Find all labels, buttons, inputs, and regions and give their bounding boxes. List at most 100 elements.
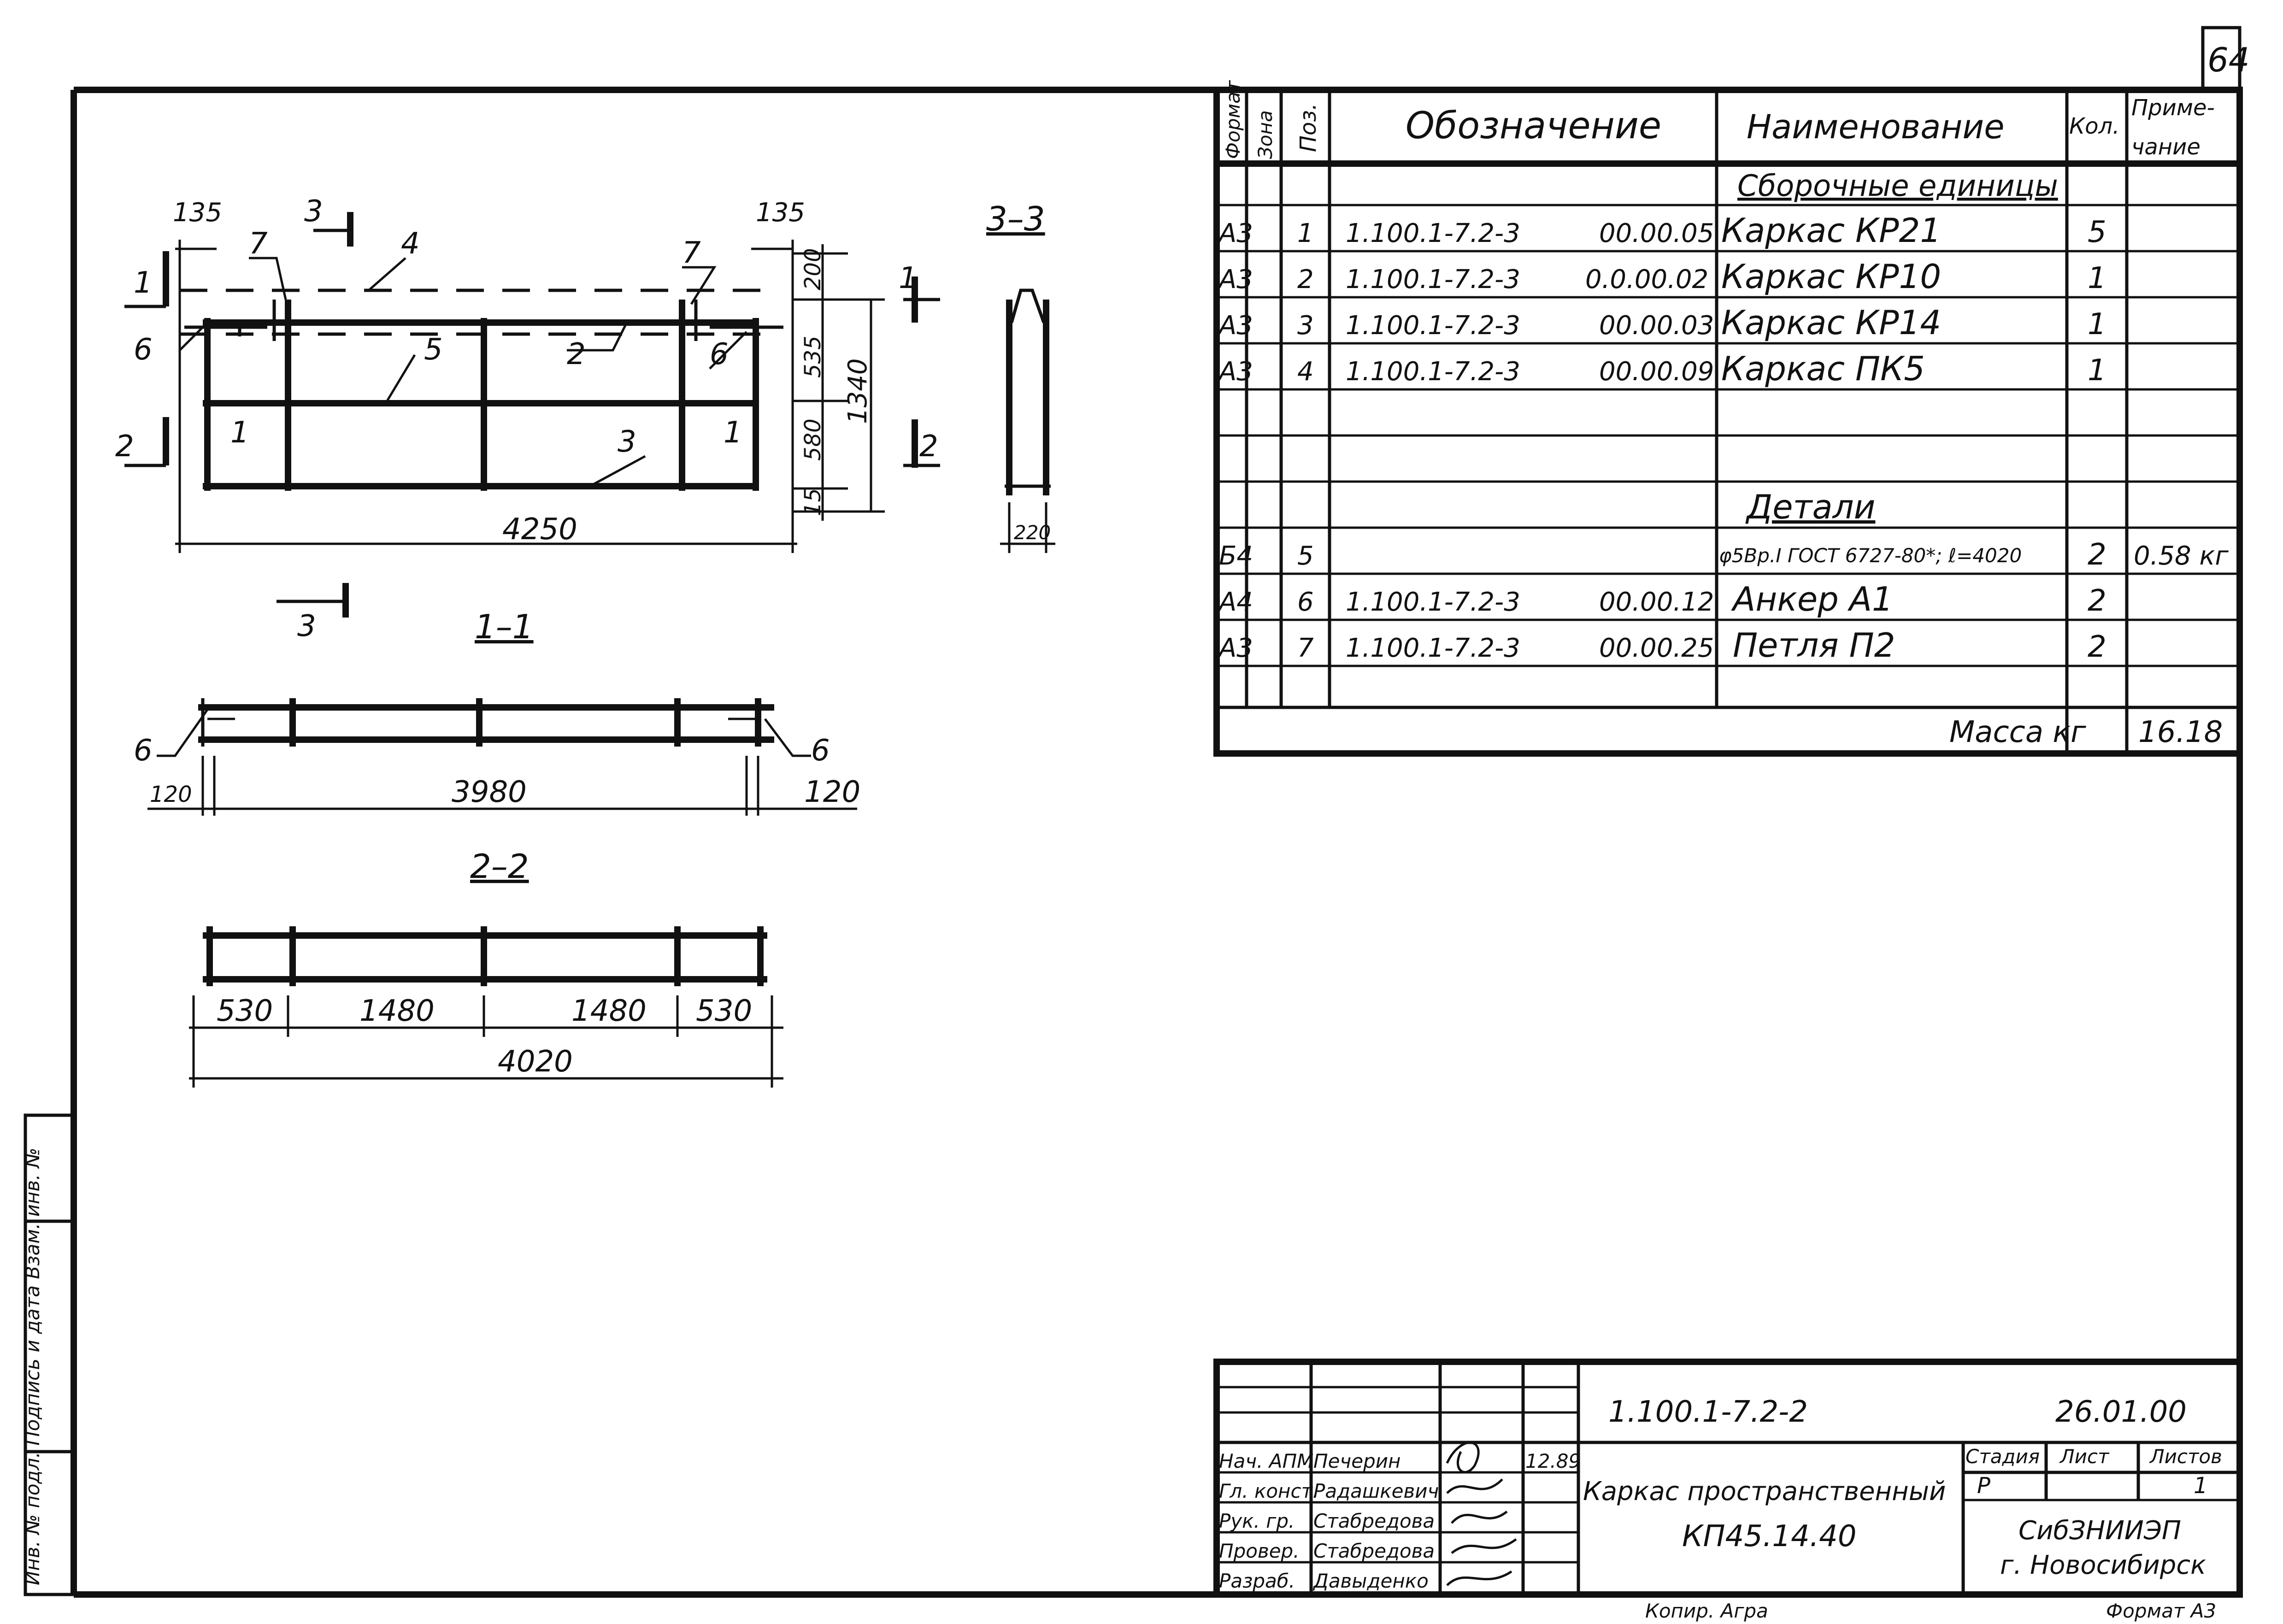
title-block-role: Провер. Стабредова — [1219, 1540, 1435, 1562]
label-pos-6-right: 6 — [710, 337, 729, 371]
section-2-2: 2–2 530 1480 1480 530 4020 — [189, 847, 783, 1088]
title-block-role: Разраб. Давыденко — [1219, 1570, 1429, 1592]
header-designation: Обозначение — [1406, 104, 1661, 147]
label-pos-4: 4 — [401, 227, 420, 261]
row-format: А3 — [1218, 311, 1253, 341]
row-code: 1.100.1-7.2-3 — [1346, 633, 1520, 663]
mass-value: 16.18 — [2138, 715, 2223, 749]
spec-row: А4 6 1.100.1-7.2-3 00.00.12 Анкер А1 2 — [1218, 580, 2106, 618]
row-name: Каркас КР10 — [1721, 257, 1941, 296]
row-format: Б4 — [1219, 541, 1253, 571]
row-name: Петля П2 — [1733, 626, 1895, 665]
sheet-number: 64 — [2207, 41, 2250, 79]
doc-date: 26.01.00 — [2055, 1395, 2187, 1429]
dim-120-right: 120 — [804, 775, 860, 809]
row-qty: 2 — [2088, 630, 2106, 664]
role-name: Печерин — [1313, 1450, 1401, 1472]
signature-marks — [1446, 1441, 1517, 1586]
main-view: 135 135 4250 200 535 580 15 1340 7 4 7 6… — [115, 194, 940, 643]
row-code: 1.100.1-7.2-3 — [1346, 265, 1520, 294]
spec-row: А3 1 1.100.1-7.2-3 00.00.05 Каркас КР21 … — [1218, 211, 2106, 250]
row-pos: 7 — [1297, 633, 1314, 663]
row-subcode: 00.00.25 — [1599, 633, 1714, 663]
sheets-label: Листов — [2149, 1445, 2222, 1468]
row-format: А3 — [1218, 633, 1253, 663]
dim-135-left: 135 — [173, 198, 222, 228]
header-name: Наименование — [1747, 107, 2005, 146]
dim-580: 580 — [800, 418, 826, 461]
title-block-role: Нач. АПМ Печерин — [1219, 1450, 1401, 1472]
row-code: 1.100.1-7.2-3 — [1346, 311, 1520, 341]
dim-1480-right: 1480 — [571, 994, 647, 1028]
spec-row: А3 4 1.100.1-7.2-3 00.00.09 Каркас ПК5 1 — [1218, 349, 2106, 388]
copied-mark: Копир. Агра — [1645, 1600, 1768, 1622]
role-name: Давыденко — [1312, 1570, 1429, 1592]
section-2-2-title: 2–2 — [470, 847, 529, 886]
row-name: Каркас ПК5 — [1721, 349, 1925, 388]
row-qty: 1 — [2088, 353, 2106, 388]
date-mark: 12.89 — [1525, 1450, 1581, 1472]
row-name: Каркас КР21 — [1721, 211, 1941, 250]
sheet-label: Лист — [2059, 1445, 2110, 1468]
dim-200: 200 — [800, 248, 826, 290]
row-name: Каркас КР14 — [1721, 303, 1941, 342]
role-name: Стабредова — [1313, 1510, 1435, 1532]
row-pos: 4 — [1297, 357, 1314, 387]
row-subcode: 00.00.09 — [1599, 357, 1714, 387]
spec-row: А3 3 1.100.1-7.2-3 00.00.03 Каркас КР14 … — [1218, 303, 2106, 342]
row-pos: 2 — [1297, 265, 1314, 294]
cut-1-right: 1 — [899, 261, 918, 295]
doc-title-line1: Каркас пространственный — [1583, 1477, 1946, 1506]
dim-4250: 4250 — [502, 512, 577, 547]
section-1-1-title: 1–1 — [475, 607, 534, 646]
cut-3-top: 3 — [304, 194, 323, 229]
side-stamp: Инв. № подл. Подпись и дата Взам. инв. № — [21, 1147, 44, 1585]
stage-value: Р — [1977, 1473, 1990, 1499]
header-zone: Зона — [1254, 110, 1277, 159]
role-label: Гл. конст. — [1219, 1480, 1318, 1502]
header-note-line2: чание — [2131, 134, 2201, 160]
org-line2: г. Новосибирск — [2000, 1550, 2206, 1580]
specification-table: Формат Зона Поз. Обозначение Наименовани… — [1213, 80, 2243, 757]
row-name: φ5Вр.I ГОСТ 6727-80*; ℓ=4020 — [1719, 544, 2022, 567]
label-pos-3: 3 — [618, 425, 636, 459]
row-pos: 1 — [1297, 218, 1314, 248]
doc-code: 1.100.1-7.2-2 — [1608, 1395, 1808, 1429]
section-details: Детали — [1745, 488, 1875, 526]
role-label: Провер. — [1219, 1540, 1300, 1562]
section-3-3-title: 3–3 — [986, 200, 1045, 238]
header-pos: Поз. — [1295, 103, 1321, 152]
row-qty: 1 — [2088, 307, 2106, 341]
title-block: 1.100.1-7.2-2 26.01.00 Каркас пространст… — [1213, 1359, 2243, 1622]
header-note-line1: Приме- — [2131, 95, 2215, 121]
row-pos: 5 — [1297, 541, 1314, 571]
row-pos: 6 — [1297, 587, 1314, 617]
row-format: А4 — [1218, 587, 1253, 617]
section-3-3-dim-220: 220 — [1014, 521, 1051, 544]
title-block-role: Рук. гр. Стабредова — [1219, 1510, 1435, 1532]
dim-3980: 3980 — [452, 775, 527, 809]
row-name: Анкер А1 — [1731, 580, 1893, 618]
spec-row: А3 2 1.100.1-7.2-3 0.0.00.02 Каркас КР10… — [1218, 257, 2106, 296]
cut-3-bottom: 3 — [297, 609, 316, 643]
spec-row: А3 7 1.100.1-7.2-3 00.00.25 Петля П2 2 — [1218, 626, 2106, 665]
row-pos: 3 — [1297, 311, 1314, 341]
org-line1: СибЗНИИЭП — [2018, 1516, 2181, 1546]
row-subcode: 00.00.12 — [1599, 587, 1714, 617]
row-subcode: 00.00.03 — [1599, 311, 1714, 341]
dim-120-left: 120 — [150, 782, 192, 807]
row-code: 1.100.1-7.2-3 — [1346, 218, 1520, 248]
row-note: 0.58 кг — [2134, 541, 2229, 571]
dim-1340: 1340 — [843, 358, 873, 424]
role-label: Разраб. — [1219, 1570, 1295, 1592]
sheets-value: 1 — [2194, 1473, 2208, 1499]
cut-2-left: 2 — [115, 430, 134, 464]
row-code: 1.100.1-7.2-3 — [1346, 357, 1520, 387]
header-format: Формат — [1222, 80, 1244, 159]
row-subcode: 0.0.00.02 — [1585, 265, 1708, 294]
label-pos-6-sec11-right: 6 — [811, 734, 830, 768]
title-block-role: Гл. конст. Радашкевич — [1219, 1480, 1439, 1502]
format-mark: Формат А3 — [2106, 1600, 2216, 1622]
dim-15: 15 — [800, 488, 826, 516]
